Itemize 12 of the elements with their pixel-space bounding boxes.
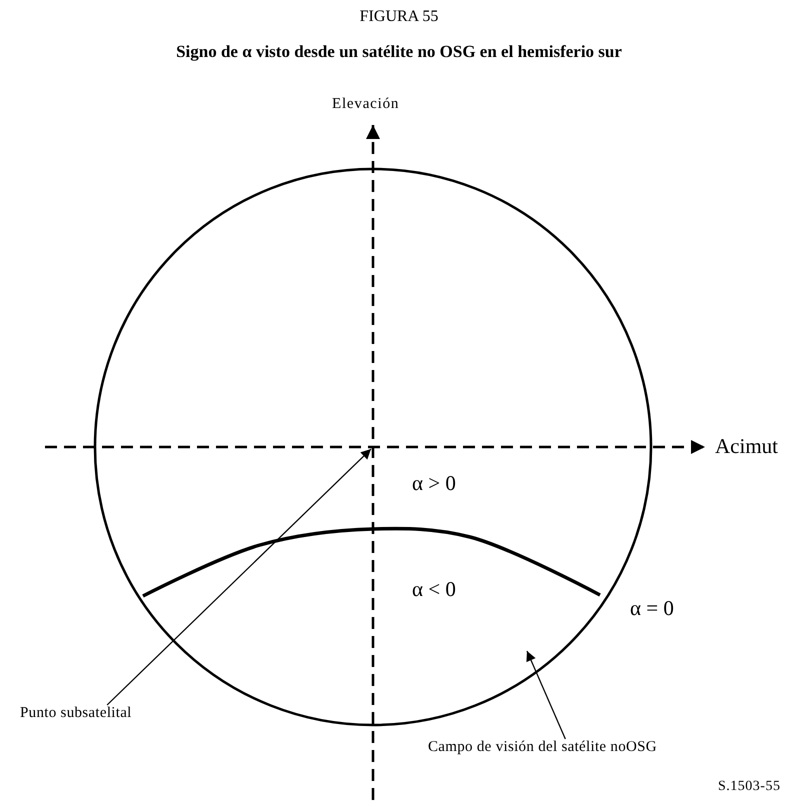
axis-label: Acimut	[715, 435, 778, 458]
callout-text: Campo de visión del satélite noOSG	[428, 739, 657, 756]
figure-code: S.1503-55	[718, 779, 780, 794]
figure-title: FIGURA 55	[358, 8, 440, 26]
leader-line	[526, 650, 566, 740]
callout-text: Punto subsatelital	[20, 705, 132, 722]
curve-label: α = 0	[630, 597, 674, 620]
axis-label: Elevación	[332, 96, 400, 112]
leader-line	[106, 448, 372, 706]
region-label: α < 0	[412, 578, 456, 602]
region-label: α > 0	[412, 472, 456, 496]
figure-caption: Signo de α visto desde un satélite no OSG en el hemisferio sur	[175, 43, 623, 62]
